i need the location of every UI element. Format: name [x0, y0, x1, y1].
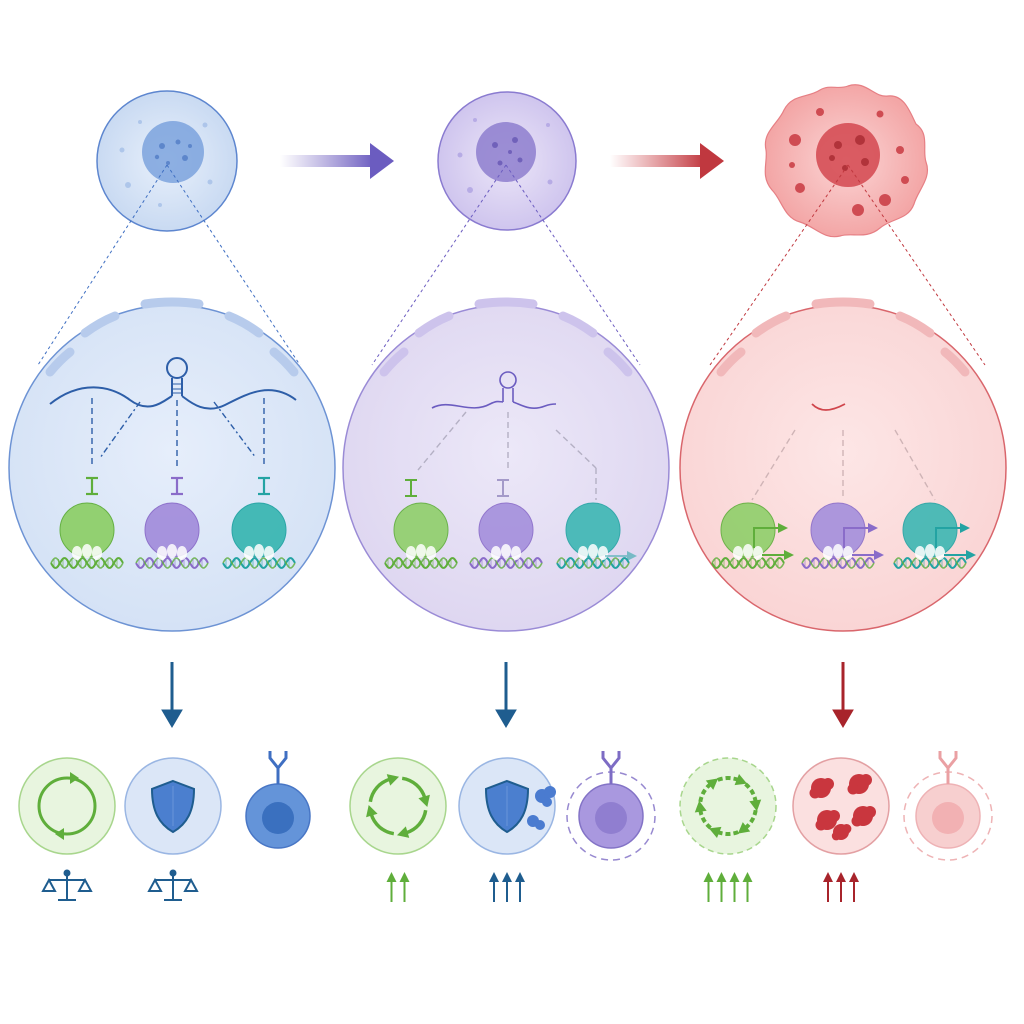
mirna-reduced-hairpin	[431, 371, 557, 409]
up-arrow-icon	[386, 872, 397, 902]
transcription-arrow-icon	[935, 523, 976, 560]
target-malignant-3	[893, 502, 976, 569]
target-normal-2	[135, 502, 209, 569]
dna-helix-icon	[222, 557, 296, 569]
normal-cell	[96, 90, 238, 232]
interaction-lines-malignant	[751, 429, 936, 501]
interaction-lines-intermediate	[417, 411, 597, 500]
malignant-nucleus	[816, 123, 880, 187]
normal-nucleus-zoom	[8, 297, 336, 632]
progression-arrow-1	[280, 143, 394, 179]
target-malignant-2	[801, 502, 884, 569]
up-arrow-icon	[742, 872, 753, 902]
transcription-arrow-icon	[753, 523, 794, 560]
target-intermediate-3	[556, 502, 637, 569]
repression-marks-intermediate	[405, 479, 509, 497]
transcription-arrow-icon	[843, 523, 884, 560]
phenotype-malignant-2	[792, 757, 890, 902]
immune-receptor-cell-icon	[903, 751, 993, 861]
dna-helix-icon	[469, 557, 543, 569]
target-intermediate-1	[384, 502, 458, 569]
phenotype-intermediate-3	[566, 751, 656, 861]
tumor-cluster-icon	[847, 774, 872, 795]
dna-helix-icon	[556, 557, 630, 569]
up-arrow-icon	[836, 872, 846, 902]
phenotype-normal-2	[124, 757, 222, 901]
up-arrow-icon	[849, 872, 859, 902]
up-arrow-icon	[823, 872, 833, 902]
malignant-nucleus-zoom	[679, 297, 1007, 632]
dna-helix-icon	[801, 557, 875, 569]
phenotype-layer	[18, 751, 993, 902]
shield-icon	[458, 757, 556, 855]
target-malignant-1	[711, 502, 794, 569]
down-arrow-normal	[161, 662, 183, 728]
tumor-cluster-icon	[851, 806, 876, 827]
phenotype-normal-3	[245, 751, 311, 849]
phenotype-malignant-1	[679, 757, 777, 902]
malignant-cell	[764, 84, 928, 238]
cell-cycle-icon	[679, 757, 777, 855]
tumor-clusters-icon	[792, 757, 890, 855]
target-intermediate-2	[469, 502, 543, 569]
down-arrow-malignant	[832, 662, 854, 728]
phenotype-intermediate-2	[458, 757, 556, 902]
normal-nucleus	[142, 121, 204, 183]
up-arrow-icon	[716, 872, 727, 902]
phenotype-intermediate-1	[349, 757, 447, 902]
transcription-arrow-icon	[605, 551, 637, 561]
phenotype-malignant-3	[903, 751, 993, 861]
dna-helix-icon	[384, 557, 458, 569]
zoom-lines	[37, 164, 986, 366]
cell-cycle-icon	[18, 757, 116, 855]
receptor-icon	[938, 751, 958, 784]
intermediate-cell	[437, 91, 577, 231]
up-arrow-icon	[729, 872, 740, 902]
up-arrow-icon	[502, 872, 512, 902]
intermediate-nucleus	[476, 122, 536, 182]
targets-layer	[50, 502, 976, 569]
intermediate-nucleus-zoom	[342, 297, 670, 632]
down-arrow-intermediate	[495, 662, 517, 728]
cell-cycle-icon	[349, 757, 447, 855]
phenotype-normal-1	[18, 757, 116, 901]
balance-scale-icon	[41, 869, 93, 901]
dna-helix-icon	[135, 557, 209, 569]
interaction-lines-normal	[91, 398, 265, 470]
immune-receptor-cell-icon	[566, 751, 656, 861]
tumor-cluster-icon	[815, 810, 840, 831]
dna-helix-icon	[50, 557, 124, 569]
mirna-full-hairpin	[49, 357, 297, 410]
up-arrow-icon	[703, 872, 714, 902]
up-arrow-icon	[515, 872, 525, 902]
balance-scale-icon	[147, 869, 199, 901]
target-normal-3	[222, 502, 296, 569]
tumor-blob-icon	[527, 786, 556, 830]
target-normal-1	[50, 502, 124, 569]
receptor-icon	[601, 751, 621, 784]
tumor-cluster-icon	[809, 778, 834, 799]
progression-arrow-2	[610, 143, 724, 179]
up-arrow-icon	[489, 872, 499, 902]
dna-helix-icon	[711, 557, 785, 569]
dna-helix-icon	[893, 557, 967, 569]
mirna-fragment	[811, 403, 846, 411]
immune-receptor-cell-icon	[245, 751, 311, 849]
down-arrows	[161, 662, 854, 728]
repression-marks-normal	[86, 476, 270, 496]
receptor-icon	[268, 751, 288, 784]
tumor-cluster-icon	[831, 824, 852, 841]
shield-icon	[124, 757, 222, 855]
up-arrow-icon	[399, 872, 410, 902]
